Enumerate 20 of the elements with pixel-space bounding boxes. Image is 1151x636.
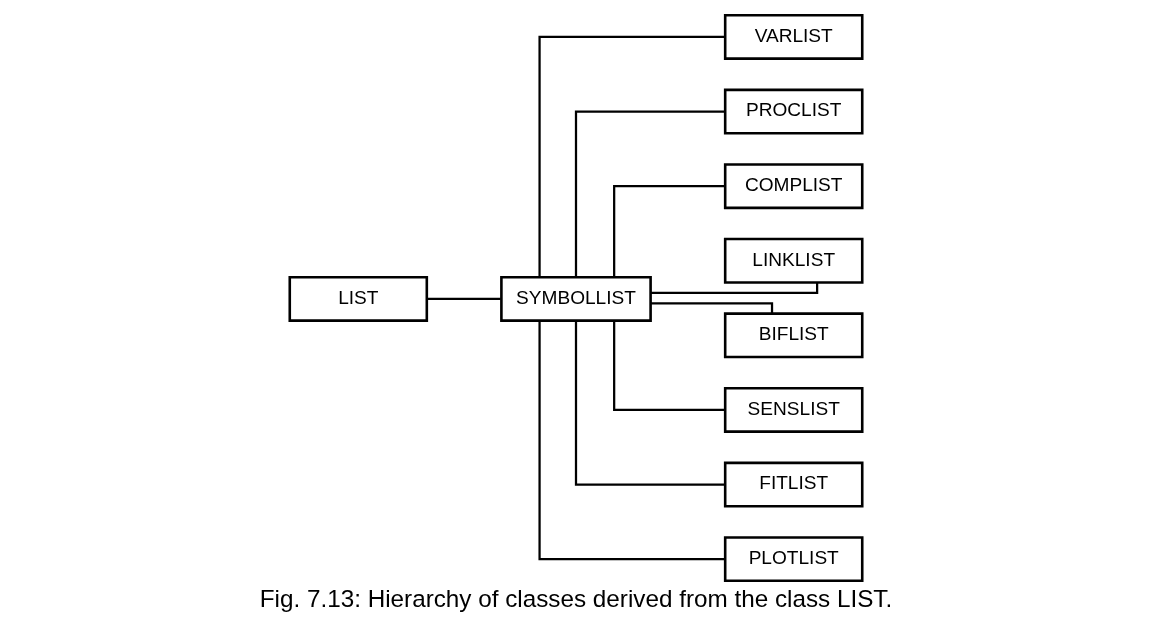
node-box: LINKLIST — [723, 237, 864, 284]
node-box: SENSLIST — [723, 386, 864, 433]
node-box: LIST — [287, 275, 428, 322]
node-box: COMPLIST — [723, 163, 864, 210]
caption: Fig. 7.13: Hierarchy of classes derived from the class LIST. — [259, 585, 892, 613]
connector — [426, 297, 501, 301]
connector — [537, 35, 725, 278]
node-box: FITLIST — [723, 461, 864, 508]
connector — [574, 320, 725, 486]
connector — [612, 320, 725, 412]
node-box: VARLIST — [723, 14, 864, 60]
node-box: PLOTLIST — [723, 536, 864, 583]
node-box: PROCLIST — [723, 88, 864, 135]
connector — [650, 282, 818, 294]
connector — [650, 302, 773, 314]
connector — [537, 320, 725, 561]
connector — [574, 110, 725, 277]
node-box: BIFLIST — [723, 312, 864, 359]
connector — [612, 185, 725, 278]
node-box: SYMBOLLIST — [499, 275, 652, 322]
